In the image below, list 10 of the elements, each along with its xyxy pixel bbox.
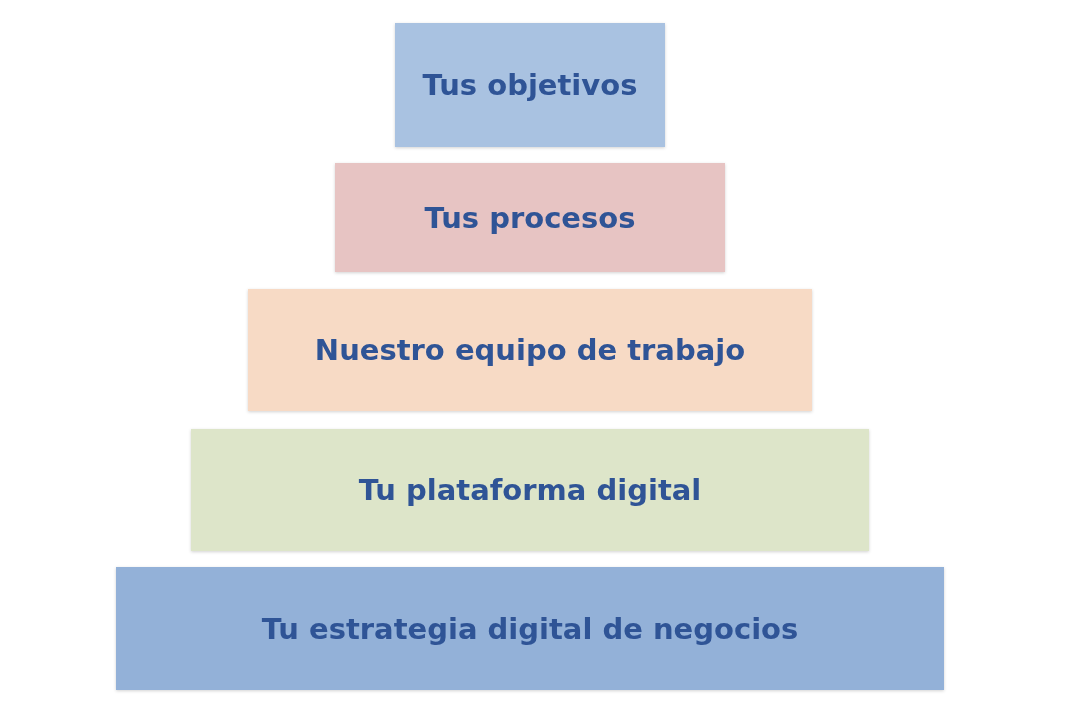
pyramid-tier [395, 23, 665, 147]
tier-label: Tu estrategia digital de negocios [260, 611, 800, 646]
tier-label: Tu plataforma digital [357, 473, 703, 507]
pyramid-tier [248, 289, 812, 411]
tier-label: Tus procesos [423, 200, 637, 235]
pyramid-tier [335, 163, 725, 272]
pyramid-tier [116, 567, 944, 690]
pyramid-tier [191, 429, 869, 551]
tier-label: Tus objetivos [421, 68, 639, 102]
tier-label: Nuestro equipo de trabajo [313, 333, 747, 367]
